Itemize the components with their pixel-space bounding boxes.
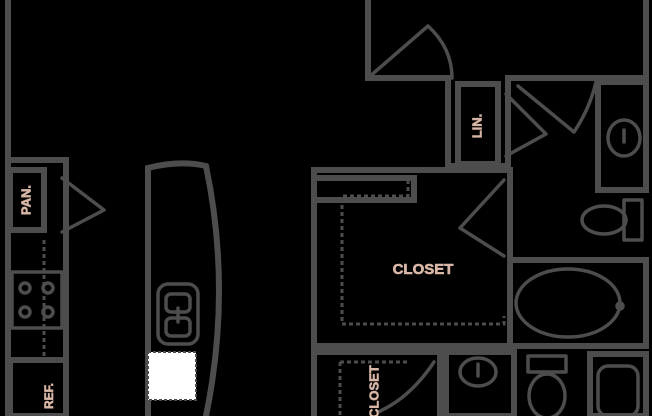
bath-door-swing — [516, 80, 598, 134]
closet-shelf-dashed — [340, 180, 506, 326]
shower-basin — [596, 364, 640, 416]
vanity-lower — [443, 349, 517, 416]
toilet-tank-icon — [622, 198, 644, 242]
burner-icon — [18, 305, 32, 319]
burner-icon — [41, 305, 55, 319]
lavatory-icon — [458, 356, 498, 388]
vanity-upper — [595, 79, 649, 193]
closet-wall — [311, 167, 513, 416]
pantry-box — [7, 167, 47, 233]
linen-box — [455, 81, 501, 167]
closet-label: CLOSET — [393, 261, 454, 278]
burner-icon — [41, 281, 55, 295]
lower-closet-label: CLOSET — [366, 365, 381, 416]
linen-label: LIN. — [469, 114, 484, 139]
dishwasher — [147, 351, 197, 401]
pantry-label: PAN. — [18, 185, 33, 215]
kitchen-island — [145, 160, 222, 416]
pantry-door — [60, 176, 106, 234]
toilet-tank-icon — [526, 354, 568, 374]
burner-icon — [18, 281, 32, 295]
entry-door-swing — [366, 24, 454, 80]
linen-door — [504, 92, 548, 158]
refrigerator-label: REF. — [42, 383, 56, 409]
range-box — [10, 270, 64, 330]
lower-closet-door — [376, 360, 436, 414]
bathtub-basin — [514, 267, 622, 339]
sink-outline — [156, 282, 200, 346]
shower-box — [587, 351, 649, 416]
closet-door — [458, 178, 506, 258]
drain-icon — [615, 301, 625, 311]
lavatory-icon — [606, 118, 642, 158]
toilet-bowl-icon — [580, 204, 628, 236]
left-exterior-wall — [5, 0, 69, 416]
refrigerator-box — [7, 357, 69, 416]
bathtub-box — [507, 257, 649, 349]
lower-closet-shelf-dashed — [338, 360, 410, 416]
toilet-bowl-icon — [527, 372, 567, 416]
closet-inner-wall — [317, 175, 417, 203]
lower-bath-wall — [311, 349, 443, 416]
